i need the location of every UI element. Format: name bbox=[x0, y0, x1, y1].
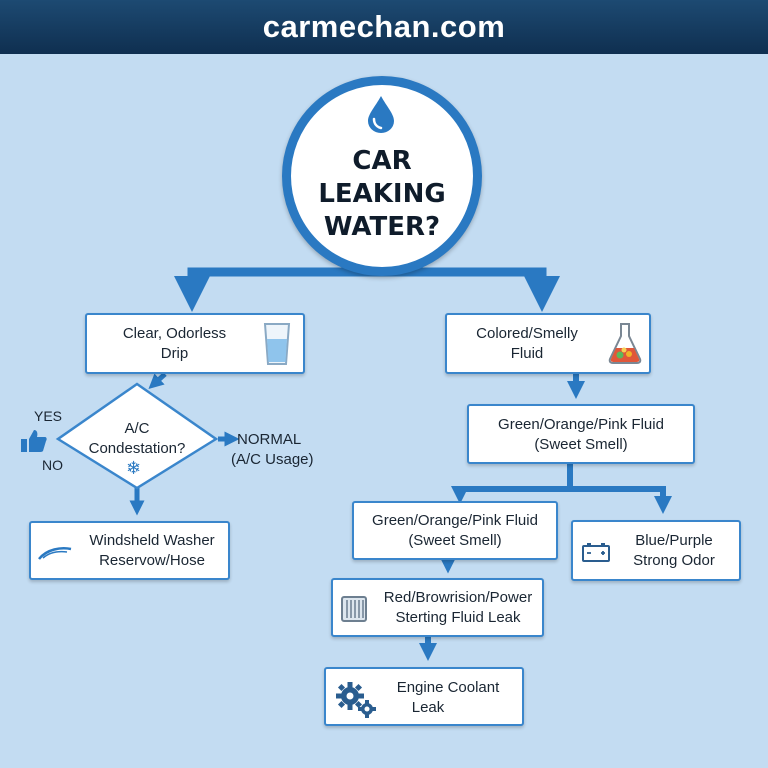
normal-line1: NORMAL bbox=[237, 431, 302, 448]
water-glass-icon bbox=[263, 323, 291, 365]
green-box-1-line2: (Sweet Smell) bbox=[534, 436, 628, 453]
clear-box-line1: Clear, Odorless bbox=[122, 325, 227, 342]
wiper-icon bbox=[38, 547, 72, 560]
decision-line2: Condestation? bbox=[88, 440, 186, 457]
clear-odorless-box: Clear, Odorless Drip bbox=[85, 313, 305, 374]
washer-box-line1: Windsheld Washer bbox=[89, 532, 215, 549]
coolant-box-line2: Leak bbox=[411, 699, 445, 716]
colored-smelly-box: Colored/Smelly Fluid bbox=[445, 313, 651, 374]
engine-coolant-box: Engine Coolant Leak bbox=[324, 667, 524, 726]
radiator-icon bbox=[341, 596, 367, 622]
decision-line1: A/C bbox=[124, 420, 150, 437]
green-box-1-line1: Green/Orange/Pink Fluid bbox=[498, 416, 664, 433]
split-connector-2 bbox=[457, 461, 666, 492]
coolant-box-line1: Engine Coolant bbox=[396, 679, 500, 696]
blue-box-line1: Blue/Purple bbox=[635, 532, 713, 549]
no-label: NO bbox=[42, 457, 63, 473]
washer-box-line2: Reservow/Hose bbox=[99, 552, 205, 569]
thumbs-up-icon bbox=[21, 430, 47, 452]
colored-box-line1: Colored/Smelly bbox=[476, 325, 578, 342]
blue-purple-box: Blue/Purple Strong Odor bbox=[571, 520, 741, 581]
green-orange-pink-box-2: Green/Orange/Pink Fluid (Sweet Smell) bbox=[352, 501, 558, 560]
windshield-washer-box: Windsheld Washer Reservow/Hose bbox=[29, 521, 230, 580]
green-box-2-line1: Green/Orange/Pink Fluid bbox=[372, 512, 538, 529]
start-title: CAR LEAKING WATER? bbox=[318, 146, 446, 242]
decision-text: A/C Condestation? bbox=[72, 419, 202, 459]
green-box-2-line2: (Sweet Smell) bbox=[408, 532, 502, 549]
green-orange-pink-box-1: Green/Orange/Pink Fluid (Sweet Smell) bbox=[467, 404, 695, 464]
clear-box-line2: Drip bbox=[160, 345, 189, 362]
start-node: CAR LEAKING WATER? bbox=[282, 76, 482, 276]
snowflake-icon: ❄ bbox=[126, 458, 142, 478]
red-power-steering-box: Red/Browrision/Power Sterting Fluid Leak bbox=[331, 578, 544, 637]
yes-label: YES bbox=[34, 408, 63, 424]
normal-label: NORMAL (A/C Usage) bbox=[231, 430, 314, 470]
blue-box-line2: Strong Odor bbox=[633, 552, 715, 569]
site-name: carmechan.com bbox=[262, 9, 506, 44]
decision-diamond bbox=[55, 382, 219, 490]
water-drop-icon bbox=[368, 96, 394, 133]
flask-icon bbox=[608, 323, 642, 364]
normal-line2: (A/C Usage) bbox=[231, 451, 314, 468]
arrow-to-decision bbox=[148, 372, 167, 390]
colored-box-line2: Fluid bbox=[510, 345, 544, 362]
gears-icon bbox=[336, 682, 376, 718]
red-box-line1: Red/Browrision/Power bbox=[383, 589, 533, 606]
red-box-line2: Sterting Fluid Leak bbox=[395, 609, 521, 626]
battery-icon bbox=[582, 543, 610, 562]
site-header: carmechan.com bbox=[0, 0, 768, 54]
